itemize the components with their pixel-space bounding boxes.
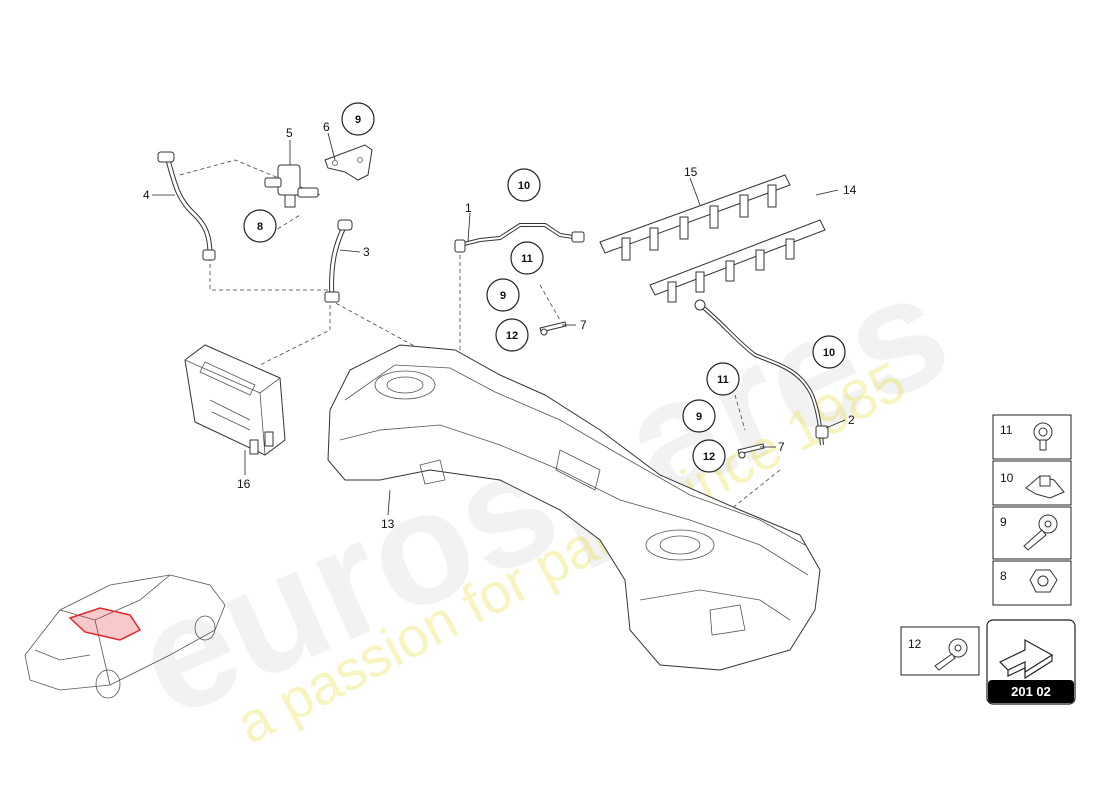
circled-callouts: 9 8 10 11 9 12 10 11 9 12 [243,102,846,473]
callout-14: 14 [843,183,857,197]
circled-callout-11b: 11 [706,362,740,396]
svg-text:9: 9 [696,411,702,423]
callout-2: 2 [848,413,855,427]
legend-item-12[interactable]: 12 [900,626,980,676]
svg-text:10: 10 [823,347,835,359]
svg-text:8: 8 [1000,569,1007,583]
svg-text:9: 9 [1000,515,1007,529]
leader-lines [152,132,846,516]
callout-6: 6 [323,120,330,134]
svg-text:10: 10 [518,180,530,192]
svg-text:12: 12 [506,330,518,342]
bolt-icon [1023,514,1058,551]
nav-code: 201 02 [1011,684,1051,699]
circled-callout-10b: 10 [812,335,846,369]
circled-callout-12a: 12 [495,318,529,352]
circled-callout-11a: 11 [510,241,544,275]
callout-15: 15 [684,165,698,179]
svg-text:9: 9 [500,290,506,302]
fuel-rail-15 [599,174,791,261]
clip-7-lower [737,443,765,459]
circled-callout-10a: 10 [507,168,541,202]
hose-4 [157,151,216,261]
svg-text:12: 12 [703,451,715,463]
circled-callout-8: 8 [243,209,277,243]
callout-4: 4 [143,188,150,202]
callout-13: 13 [381,517,395,531]
callout-3: 3 [363,245,370,259]
circled-callout-12b: 12 [692,439,726,473]
svg-text:11: 11 [521,253,533,265]
fuel-line-1 [454,223,585,253]
legend-item-8[interactable]: 8 [992,560,1072,606]
clip-7-upper [539,321,567,336]
screw-icon [934,638,968,671]
callout-5: 5 [286,126,293,140]
svg-text:8: 8 [257,221,263,233]
svg-text:9: 9 [355,114,361,126]
purge-valve-5 [264,164,319,208]
nav-box-201-02[interactable]: 201 02 [986,619,1076,705]
svg-text:11: 11 [1000,423,1013,437]
svg-text:10: 10 [1000,471,1014,485]
callout-labels: 1 2 3 4 5 6 7 7 13 14 15 16 [143,120,857,531]
circled-callout-9a: 9 [341,102,375,136]
charcoal-canister [184,344,286,456]
bracket-6 [324,144,373,181]
car-thumbnail [24,574,226,699]
legend-item-9[interactable]: 9 [992,506,1072,560]
fuel-line-2 [694,299,829,446]
callout-7-lower: 7 [778,440,785,454]
circled-callout-9b: 9 [486,278,520,312]
legend-item-11[interactable]: 11 [992,414,1072,460]
highlighted-tank [68,607,142,641]
svg-text:12: 12 [908,637,922,651]
clip-icon [1033,422,1053,451]
circled-callout-9c: 9 [682,399,716,433]
hose-3 [324,219,353,303]
callout-7-upper: 7 [580,318,587,332]
svg-text:11: 11 [717,374,729,386]
legend-stack: 11 10 9 8 [992,414,1072,606]
nut-icon [1029,569,1058,593]
legend-item-10[interactable]: 10 [992,460,1072,506]
fuel-tank [327,344,821,671]
fuel-rail-14 [649,219,826,303]
arrow-icon [998,638,1054,680]
callout-16: 16 [237,477,251,491]
bracket-clip-icon [1025,475,1065,499]
callout-1: 1 [465,201,472,215]
